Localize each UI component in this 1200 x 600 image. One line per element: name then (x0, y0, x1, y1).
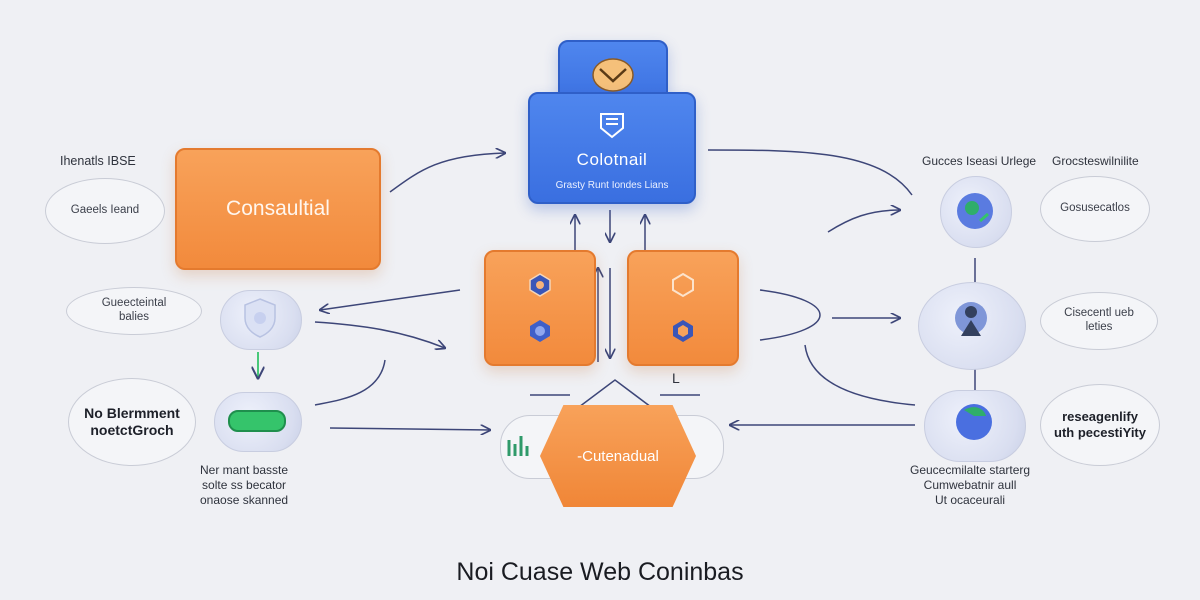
right-oval-1-text: Gosusecatlos (1060, 202, 1130, 215)
shield-icon (600, 112, 624, 138)
left-box-oval[interactable]: No Blermment noetctGroch (68, 378, 196, 466)
top-blue-node[interactable]: Colotnail Grasty Runt Iondes Lians (528, 92, 696, 204)
left-box-line1: No Blermment (84, 405, 180, 422)
hexagon-icon (529, 273, 551, 297)
left-top-label: Ihenatls IBSE (60, 154, 136, 168)
right-top-label-2: Grocsteswilnilite (1052, 154, 1139, 168)
left-oval-1[interactable]: Gaeels Ieand (45, 178, 165, 244)
left-oval-1-text: Gaeels Ieand (70, 204, 140, 217)
right-top-label-1: Gucces Iseasi Urlege (922, 154, 1037, 168)
right-bottom-line1: Geucecmilalte starterg (910, 463, 1031, 477)
hexagon-outline-icon (672, 272, 694, 298)
left-oval-2-line2: balies (118, 311, 150, 323)
top-blue-subtitle: Grasty Runt Iondes Lians (555, 179, 669, 191)
shield-icon (244, 298, 276, 338)
left-oval-2-line1: Gueecteintal (101, 297, 167, 310)
bottom-hex-label: -Cutenadual (577, 447, 659, 465)
right-oval-2-line1: Cisecentl ueb (1064, 307, 1134, 320)
right-oval-3-line2: uth pecestiYity (1054, 425, 1146, 440)
left-box-line2: noetctGroch (90, 422, 174, 438)
gear-icon (530, 320, 550, 342)
consultial-node[interactable]: Consaultial (175, 148, 381, 270)
page-title: Noi Cuase Web Coninbas (456, 558, 744, 586)
right-bottom-line2: Cumwebatnir aull (923, 478, 1017, 492)
left-bottom-line2: solte ss becator (202, 478, 287, 492)
right-bottom-line3: Ut ocaceurali (935, 493, 1006, 507)
orange-square-right[interactable] (627, 250, 739, 366)
green-pill (228, 410, 286, 432)
right-oval-3-line1: reseagenlify (1062, 409, 1138, 425)
right-oval-2-line2: leties (1085, 321, 1113, 333)
right-oval-1[interactable]: Gosusecatlos (1040, 176, 1150, 242)
left-bottom-line1: Ner mant basste (200, 463, 289, 477)
left-bottom-text: Ner mant basste solte ss becator onaose … (200, 463, 288, 508)
right-oval-2[interactable]: Cisecentl ueb leties (1040, 292, 1158, 350)
orange-square-left[interactable] (484, 250, 596, 366)
left-oval-2[interactable]: Gueecteintal balies (66, 287, 202, 335)
globe-icon (957, 193, 993, 229)
hexagon-icon (673, 320, 693, 342)
top-blue-title: Colotnail (576, 149, 648, 169)
right-oval-3[interactable]: reseagenlify uth pecestiYity (1040, 384, 1160, 466)
person-icon (955, 302, 987, 336)
badge-icon (592, 58, 634, 92)
bottom-hex-node[interactable]: -Cutenadual (540, 405, 696, 507)
center-mark: L (672, 370, 680, 386)
globe-icon (956, 404, 992, 440)
consultial-label: Consaultial (226, 197, 330, 220)
right-bottom-text: Geucecmilalte starterg Cumwebatnir aull … (910, 463, 1030, 508)
chart-icon (507, 436, 529, 456)
left-bottom-line3: onaose skanned (200, 493, 289, 507)
